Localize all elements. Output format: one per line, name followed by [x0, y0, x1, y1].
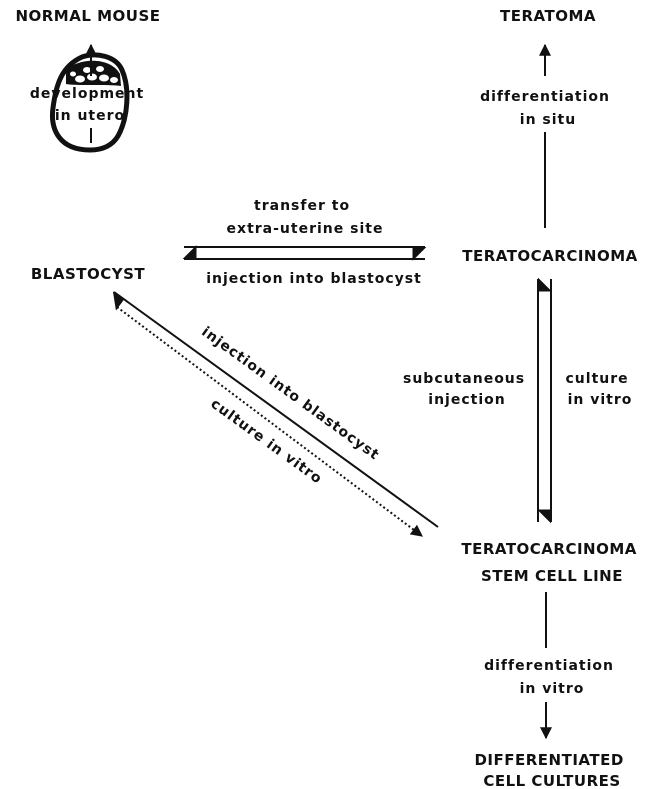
svg-text:culture in vitro: culture in vitro — [566, 371, 635, 408]
svg-text:subcutaneous injection: subcutaneous injection — [403, 371, 531, 408]
svg-text:development in utero: development in utero — [30, 86, 150, 124]
node-teratocarcinoma: TERATOCARCINOMA — [462, 247, 638, 265]
node-normal-mouse: NORMAL MOUSE — [15, 7, 160, 25]
edge-differentiation-in-vitro: differentiation in vitro — [484, 592, 620, 740]
edge-differentiation-in-situ: differentiation in situ — [480, 43, 616, 228]
node-stem-cell-line: TERATOCARCINOMA STEM CELL LINE — [461, 540, 642, 585]
edge-injection-into-blastocyst-horizontal: injection into blastocyst — [182, 245, 425, 287]
svg-text:differentiation in situ: differentiation in situ — [480, 89, 616, 128]
blastocyst-illustration — [49, 52, 130, 153]
svg-text:transfer to extra-uterin: transfer to extra-uterine site — [227, 198, 384, 237]
edge-culture-in-vitro-vertical: culture in vitro — [537, 279, 635, 524]
svg-text:injection into blastocyst: injection into blastocyst — [198, 324, 382, 464]
svg-text:injection into blastocyst: injection into blastocyst — [206, 271, 422, 287]
node-differentiated-cell-cultures: DIFFERENTIATED CELL CULTURES — [474, 751, 629, 789]
svg-text:differentiation in vitro: differentiation in vitro — [484, 658, 620, 697]
edge-injection-into-blastocyst-diagonal: injection into blastocyst — [112, 291, 439, 528]
edge-culture-in-vitro-diagonal: culture in vitro — [116, 306, 423, 537]
node-blastocyst: BLASTOCYST — [31, 265, 146, 283]
node-teratoma: TERATOMA — [500, 7, 596, 25]
edge-subcutaneous-injection: subcutaneous injection — [403, 277, 552, 522]
edge-transfer-extra-uterine: transfer to extra-uterine site — [184, 198, 427, 261]
edge-development-in-utero: development in utero — [30, 43, 150, 143]
